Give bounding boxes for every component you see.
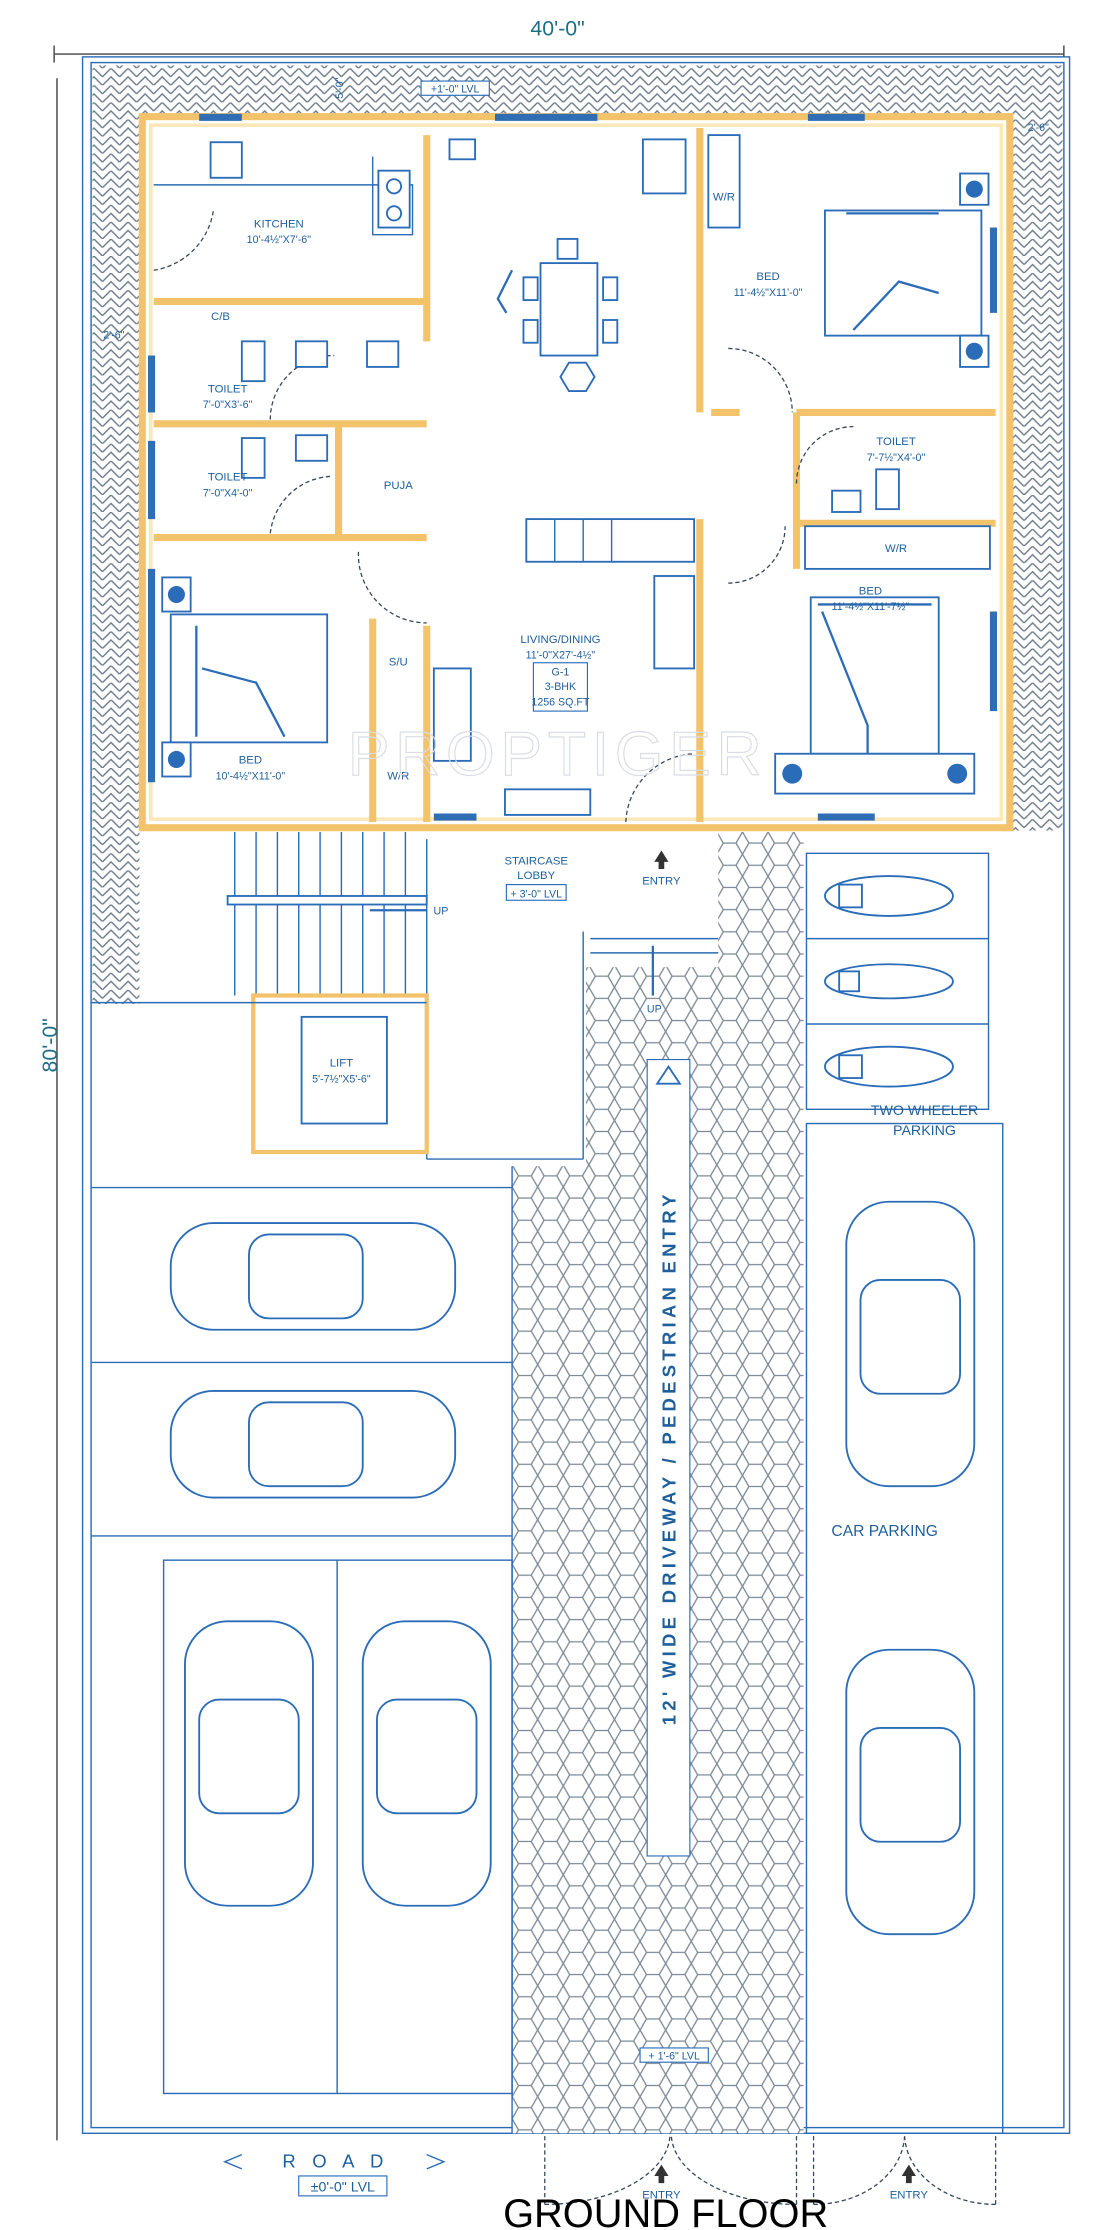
wr-left-label: W/R	[387, 770, 409, 782]
doors	[153, 210, 854, 823]
sofa-icon	[525, 518, 696, 563]
staircase	[226, 831, 719, 996]
bed-top-right-size: 11'-4½"X11'-0"	[734, 287, 803, 299]
steps-up-label: UP	[647, 1004, 662, 1016]
lobby-label-2: LOBBY	[517, 870, 555, 882]
length-dimension: 80'-0"	[38, 78, 62, 2141]
toilet-icon	[240, 340, 266, 383]
lobby-level: + 3'-0" LVL	[510, 888, 562, 900]
length-label: 80'-0"	[38, 1018, 62, 1072]
toilet3-label: TOILET	[876, 436, 916, 448]
furniture	[161, 134, 991, 816]
two-wheeler-label: TWO WHEELER	[871, 1103, 978, 1119]
bed-icon	[161, 576, 329, 778]
toilet2-size: 7'-0"X4'-0"	[203, 487, 253, 499]
setback-right-label: 2'-6"	[1028, 122, 1049, 134]
sink-icon	[209, 141, 243, 179]
lift-label: LIFT	[330, 1058, 353, 1070]
bed-top-right-label: BED	[756, 271, 779, 283]
bed-right-label: BED	[859, 585, 882, 597]
page-title: GROUND FLOOR	[503, 2192, 828, 2230]
toilet-icon	[240, 437, 266, 479]
unit-label: G-1	[552, 667, 570, 679]
bed-left-size: 10'-4½"X11'-0"	[216, 770, 286, 782]
top-level-label: +1'-0" LVL	[431, 83, 480, 95]
driveway-level-tag	[639, 2047, 709, 2063]
stair-up-label: UP	[434, 905, 449, 917]
motorcycle-icons	[824, 875, 954, 1088]
gate-entry-label-1: ENTRY	[642, 2190, 681, 2202]
lobby-level-tag	[505, 884, 567, 901]
road-label: R O A D	[282, 2150, 389, 2171]
puja-label: PUJA	[384, 480, 413, 492]
width-label: 40'-0"	[530, 17, 584, 41]
bed-right-size: 11'-4½"X11'-7½"	[832, 601, 910, 613]
driveway-label-box	[646, 1058, 691, 1857]
toilet2-label: TOILET	[208, 472, 248, 484]
toilet3-size: 7'-7½"X4'-0"	[867, 452, 926, 464]
entry-arrow-icon	[654, 850, 669, 869]
parking-lines	[91, 852, 1004, 2135]
unit-info-box	[532, 662, 589, 712]
driveway-label: 12' WIDE DRIVEWAY / PEDESTRIAN ENTRY	[659, 1190, 680, 1725]
road-level: ±0'-0" LVL	[311, 2180, 375, 2196]
lobby-label: STAIRCASE	[504, 856, 568, 868]
top-level-tag	[420, 80, 490, 96]
unit-area: 1256 SQ.FT	[531, 696, 590, 708]
width-dimension: 40'-0"	[53, 17, 1065, 63]
lift-size: 5'-7½"X5'-6"	[312, 1073, 371, 1085]
arrow-up-icon	[655, 1064, 682, 1085]
dining-table-icon	[496, 238, 619, 393]
toilet1-label: TOILET	[208, 384, 248, 396]
bed-icon	[824, 172, 990, 368]
bed-icon	[774, 596, 976, 795]
wr-right-label: W/R	[885, 543, 907, 555]
room-labels: KITCHEN 10'-4½"X7'-6" C/B TOILET 7'-0"X3…	[203, 192, 978, 1540]
living-size: 11'-0"X27'-4½"	[526, 649, 596, 661]
two-wheeler-label-2: PARKING	[893, 1123, 956, 1139]
entry-arrow-icon	[654, 2164, 669, 2184]
entry-arrow-icon	[901, 2164, 916, 2184]
sofa-icon	[432, 667, 472, 762]
watermark: PROPTIGER	[348, 719, 768, 789]
tv-unit-icon	[504, 788, 592, 816]
entry-main-label: ENTRY	[642, 876, 681, 888]
windows	[147, 113, 998, 821]
toilet1-size: 7'-0"X3'-6"	[203, 399, 253, 411]
car-icons	[169, 1200, 976, 1936]
road-arrows-icon	[222, 2153, 446, 2170]
road-level-tag	[298, 2175, 388, 2197]
kitchen-label: KITCHEN	[254, 219, 304, 231]
driveway-level: + 1'-6" LVL	[648, 2050, 700, 2062]
sofa-icon	[653, 575, 696, 670]
unit-type: 3-BHK	[545, 681, 576, 693]
hatched-paving	[92, 65, 1063, 1005]
car-parking-label: CAR PARKING	[831, 1523, 937, 1540]
setback-left-label: 2'-6"	[103, 329, 124, 341]
cb-label: C/B	[211, 311, 230, 323]
toilet-icon	[875, 468, 900, 511]
kitchen-size: 10'-4½"X7'-6"	[247, 234, 312, 246]
setback-top-label: 5'-0"	[334, 77, 346, 98]
su-label: S/U	[389, 657, 408, 669]
gate-entry-label-2: ENTRY	[890, 2190, 929, 2202]
lift	[251, 993, 429, 1155]
living-label: LIVING/DINING	[520, 634, 600, 646]
bed-left-label: BED	[239, 755, 262, 767]
wr-top-right-label: W/R	[713, 192, 735, 204]
